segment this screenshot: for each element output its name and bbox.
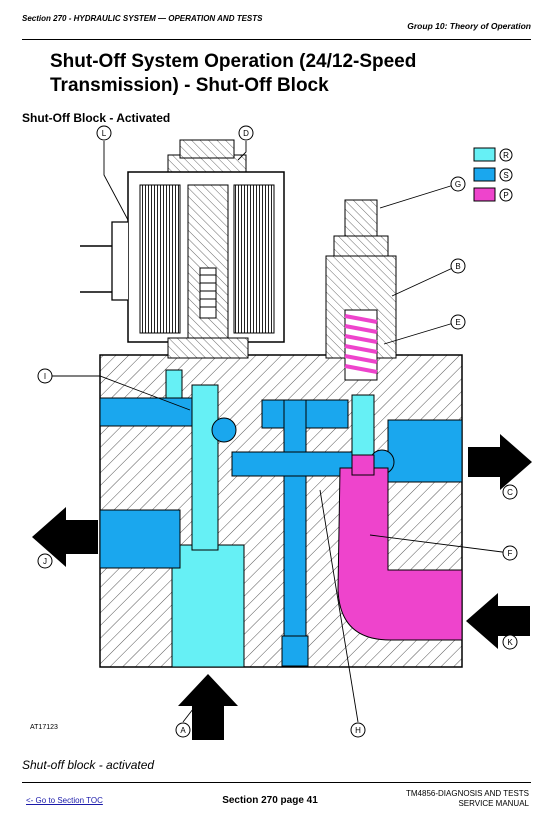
callout-B: B (455, 262, 460, 271)
callout-A: A (180, 726, 186, 735)
legend-label-R: R (503, 151, 509, 160)
flow-arrow-C (468, 434, 532, 490)
callout-K: K (507, 638, 513, 647)
manual-title-line-1: TM4856-DIAGNOSIS AND TESTS (406, 789, 529, 798)
shut-off-oil-passages (99, 397, 463, 667)
legend-label-P: P (503, 191, 508, 200)
legend-swatch-R (473, 147, 496, 162)
callouts: L D G B E I C F J K A H (37, 125, 518, 738)
shut-off-block-diagram: R S P L D G B E I C F J K A H (32, 125, 532, 740)
legend-swatch-S (473, 167, 496, 182)
legend-key-P (499, 188, 513, 202)
callout-leaders (50, 141, 511, 723)
legend-key-R (499, 148, 513, 162)
callout-C: C (507, 488, 513, 497)
callout-F: F (508, 549, 513, 558)
footer-divider (22, 782, 531, 783)
relief-valve-cartridge (325, 199, 397, 381)
return-oil-passages (165, 369, 375, 668)
pressure-oil-passage (337, 467, 463, 641)
figure-subheading: Shut-Off Block - Activated (22, 111, 171, 125)
callout-I: I (44, 372, 46, 381)
callout-H: H (355, 726, 361, 735)
header-divider (22, 39, 531, 40)
callout-D: D (243, 129, 249, 138)
legend-swatch-P (473, 187, 496, 202)
figure-id: AT17123 (30, 724, 58, 731)
flow-arrow-J (32, 507, 98, 567)
flow-arrow-K (466, 593, 530, 649)
header-group: Group 10: Theory of Operation (407, 21, 531, 31)
manual-title: TM4856-DIAGNOSIS AND TESTS SERVICE MANUA… (359, 789, 529, 809)
callout-J: J (43, 557, 47, 566)
page-title: Shut-Off System Operation (24/12-Speed T… (50, 51, 417, 96)
figure-caption: Shut-off block - activated (22, 758, 155, 772)
legend: R S P (473, 147, 513, 202)
flow-arrow-A (178, 674, 238, 740)
legend-key-S (499, 168, 513, 182)
page-number: Section 270 page 41 (222, 795, 318, 806)
go-to-section-toc-link[interactable]: <- Go to Section TOC (26, 796, 103, 805)
callout-L: L (102, 129, 107, 138)
callout-E: E (455, 318, 460, 327)
pressure-oil-inlet (351, 454, 375, 476)
header-section: Section 270 - HYDRAULIC SYSTEM — OPERATI… (22, 14, 263, 23)
legend-label-S: S (503, 171, 508, 180)
manual-title-line-2: SERVICE MANUAL (458, 799, 529, 808)
callout-G: G (455, 180, 461, 189)
solenoid-assembly (80, 139, 285, 359)
